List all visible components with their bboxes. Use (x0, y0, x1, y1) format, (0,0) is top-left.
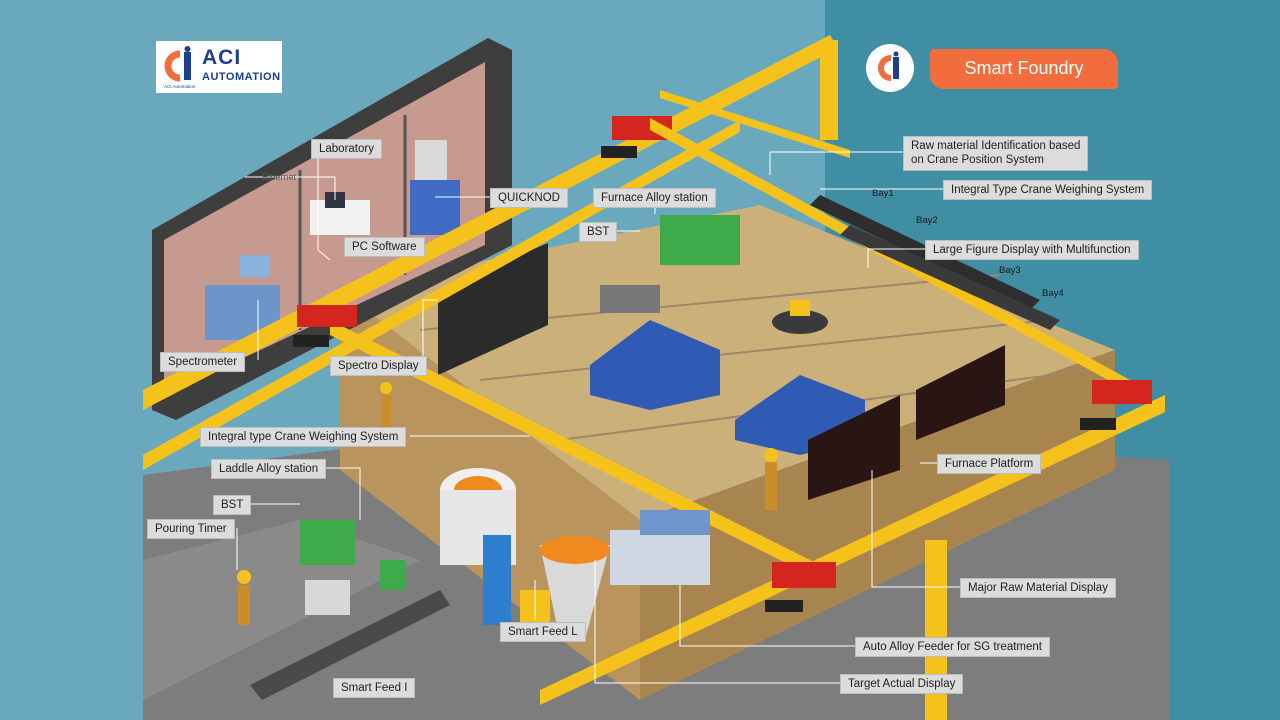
aci-logo-icon (164, 46, 191, 82)
logo-brand-text: ACI (202, 46, 242, 69)
bay-label-4: Bay4 (1042, 288, 1064, 299)
label-pouring-timer: Pouring Timer (147, 519, 235, 540)
label-bst-top: BST (579, 222, 618, 243)
page-title-banner: Smart Foundry (930, 49, 1118, 89)
aci-round-logo (866, 44, 914, 92)
label-integral-crane-weighing-mid: Integral type Crane Weighing System (200, 427, 407, 448)
label-laddle-alloy-station: Laddle Alloy station (211, 459, 327, 480)
aci-logo-icon (878, 51, 899, 81)
page-title: Smart Foundry (964, 58, 1084, 78)
label-furnace-alloy-station: Furnace Alloy station (593, 188, 716, 209)
label-auto-alloy-feeder: Auto Alloy Feeder for SG treatment (855, 637, 1050, 658)
label-laboratory: Laboratory (311, 139, 382, 160)
bay-label-2: Bay2 (916, 215, 938, 226)
label-smart-feed-l: Smart Feed L (500, 622, 586, 643)
aci-automation-logo: ACI AUTOMATION ACI Automation (156, 41, 282, 93)
label-spectrometer: Spectrometer (160, 352, 246, 373)
label-spectro-display: Spectro Display (330, 356, 427, 377)
label-smart-feed-i: Smart Feed I (333, 678, 416, 699)
logo-tagline: ACI Automation (164, 84, 196, 89)
logo-sub-text: AUTOMATION (202, 71, 281, 83)
label-furnace-platform: Furnace Platform (937, 454, 1042, 475)
label-integral-crane-weighing-top: Integral Type Crane Weighing System (943, 180, 1153, 201)
label-quicknod: QUICKNOD (490, 188, 568, 209)
bay-label-1: Bay1 (872, 188, 894, 199)
label-major-raw-material-display: Major Raw Material Display (960, 578, 1116, 599)
label-large-figure-display: Large Figure Display with Multifunction (925, 240, 1139, 261)
label-ethernet: Ethernet (262, 172, 297, 182)
label-target-actual-display: Target Actual Display (840, 674, 964, 695)
label-bst-bottom: BST (213, 495, 252, 516)
label-pc-software: PC Software (344, 237, 425, 258)
bay-label-3: Bay3 (999, 265, 1021, 276)
label-raw-material-identification: Raw material Identification based on Cra… (903, 136, 1089, 171)
